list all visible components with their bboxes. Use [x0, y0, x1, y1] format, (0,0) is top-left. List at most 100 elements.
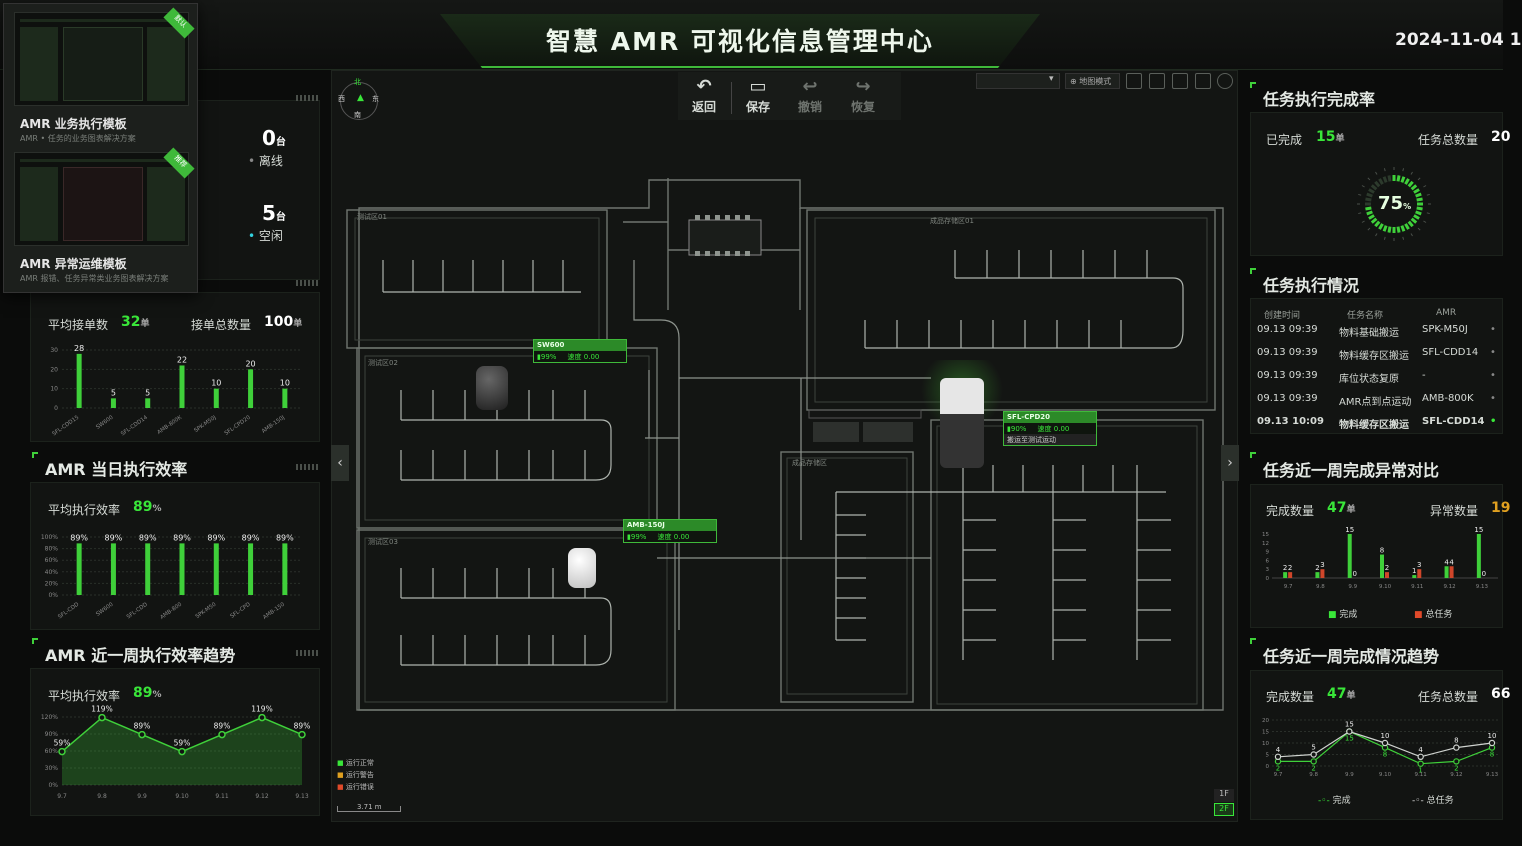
y-tick-label: 20: [1262, 718, 1269, 724]
status-dot: •: [1490, 347, 1496, 358]
floor-2f-button[interactable]: 2F: [1214, 803, 1234, 816]
x-tick-label: SPK-M50: [195, 601, 218, 620]
x-tick-label: 9.8: [97, 793, 107, 800]
zone-label: 测试区03: [368, 538, 398, 546]
status-dot: •: [1490, 416, 1497, 427]
data-label: 2: [1454, 764, 1458, 772]
data-point: [1488, 739, 1496, 747]
gauge-tick: [1410, 171, 1413, 175]
gauge-segment: [1400, 225, 1406, 232]
data-label: 2: [1385, 564, 1389, 572]
gauge-tick: [1402, 168, 1405, 172]
data-label: 89%: [242, 533, 260, 542]
gauge-segment: [1366, 210, 1373, 216]
chevron-down-icon: ▾: [1049, 74, 1054, 84]
table-cell: 物料基础搬运: [1339, 328, 1399, 339]
data-label: 10: [1381, 732, 1390, 740]
x-tick-label: 9.13: [1486, 772, 1499, 778]
robot-label-sflcpd20[interactable]: SFL-CPD20 ▮90% 速度 0.00 搬运至测试运动: [1003, 411, 1097, 446]
total-orders-value: 100单: [264, 314, 303, 330]
gauge-segment: [1415, 192, 1422, 198]
robot-task: 搬运至测试运动: [1004, 434, 1096, 445]
undo-button[interactable]: ↩撤销: [788, 76, 832, 115]
settings-icon[interactable]: [1217, 73, 1233, 89]
robot-sflcpd20-icon[interactable]: [940, 378, 984, 468]
robot-stats: ▮99% 速度 0.00: [627, 533, 690, 541]
data-label: 1: [1412, 567, 1416, 575]
anomaly-title: 任务近一周完成异常对比: [1263, 461, 1440, 480]
template-name[interactable]: AMR 业务执行模板: [20, 117, 127, 131]
scale-label: 3.71 m: [357, 803, 382, 811]
robot-sw600-icon[interactable]: [476, 366, 508, 410]
gauge-tick: [1417, 227, 1421, 231]
gauge-segment: [1410, 217, 1418, 224]
robot-amb150j-icon[interactable]: [568, 548, 596, 588]
y-tick-label: 10: [50, 386, 58, 393]
panel-deco: [296, 650, 318, 656]
data-point: [1274, 753, 1282, 761]
gauge-tick: [1423, 185, 1427, 188]
template-name[interactable]: AMR 异常运维模板: [20, 257, 127, 271]
map-prev-button[interactable]: ‹: [331, 445, 349, 481]
bar: [179, 543, 185, 595]
floor-select[interactable]: [976, 73, 1060, 89]
bar: [179, 365, 185, 408]
y-tick-label: 0%: [48, 592, 58, 599]
map-mode-button[interactable]: ⊕ 地图模式: [1065, 73, 1120, 89]
fit-view-icon[interactable]: [1126, 73, 1142, 89]
compass-north: 北: [354, 78, 361, 86]
x-tick-label: 9.8: [1309, 772, 1318, 778]
grid-layout-icon[interactable]: [1172, 73, 1188, 89]
x-tick-label: 9.9: [1345, 772, 1354, 778]
datetime-display: 2024-11-04 1: [1395, 30, 1522, 50]
legend-error: ■ 运行错误: [337, 783, 374, 791]
panel-deco: [296, 280, 318, 286]
trend-title: AMR 近一周执行效率趋势: [45, 646, 236, 665]
back-arrow-icon: ↶: [696, 76, 712, 97]
zone-label: 成品存储区: [792, 459, 827, 467]
theme-icon[interactable]: [1195, 73, 1211, 89]
map-next-button[interactable]: ›: [1221, 445, 1239, 481]
y-tick-label: 60%: [45, 557, 59, 564]
anomaly-err-value: 19: [1491, 500, 1511, 516]
data-label: 59%: [54, 739, 71, 748]
x-tick-label: SFL-CDD14: [120, 414, 149, 437]
template-thumb-ops[interactable]: [14, 152, 189, 246]
data-point: [1453, 744, 1460, 751]
data-label: 2: [1276, 764, 1280, 772]
template-thumb-business[interactable]: [14, 12, 189, 106]
x-tick-label: 9.11: [1415, 772, 1427, 778]
warehouse-map[interactable]: [331, 70, 1238, 822]
data-point: [1310, 751, 1317, 758]
gauge-tick: [1358, 193, 1362, 196]
data-label: 0: [1482, 570, 1486, 578]
data-point: [1346, 728, 1353, 735]
floor-1f-button[interactable]: 1F: [1214, 789, 1234, 802]
offline-count: 0台: [262, 126, 286, 150]
gauge-tick: [1423, 220, 1427, 223]
redo-button[interactable]: ↪恢复: [841, 76, 885, 115]
data-label: 3: [1417, 561, 1421, 569]
title-plate: [440, 14, 1040, 68]
anomaly-legend-done: ■ 完成: [1328, 610, 1358, 620]
gauge-segment: [1382, 225, 1388, 232]
robot-label-amb150j[interactable]: AMB-150J ▮99% 速度 0.00: [623, 519, 717, 543]
back-button[interactable]: ↶返回: [682, 76, 726, 115]
fullscreen-icon[interactable]: [1149, 73, 1165, 89]
table-cell: 物料缓存区搬运: [1339, 351, 1409, 362]
x-tick-label: 9.8: [1316, 584, 1325, 590]
bar: [1288, 572, 1293, 578]
data-label: 0: [1352, 570, 1356, 578]
panel-deco: [296, 95, 318, 101]
bar: [76, 353, 82, 408]
zone-label: 测试区01: [357, 213, 387, 221]
efficiency-title: AMR 当日执行效率: [45, 460, 188, 479]
save-button[interactable]: ▭保存: [736, 76, 780, 115]
table-cell: SFL-CDD14: [1422, 416, 1485, 427]
robot-label-sw600[interactable]: SW600 ▮99% 速度 0.00: [533, 339, 627, 363]
y-tick-label: 80%: [45, 546, 59, 553]
zone-label: 成品存储区01: [930, 217, 974, 225]
gauge-tick: [1361, 220, 1365, 223]
map-canvas[interactable]: [331, 70, 1238, 822]
avg-efficiency-value: 89%: [133, 499, 162, 515]
